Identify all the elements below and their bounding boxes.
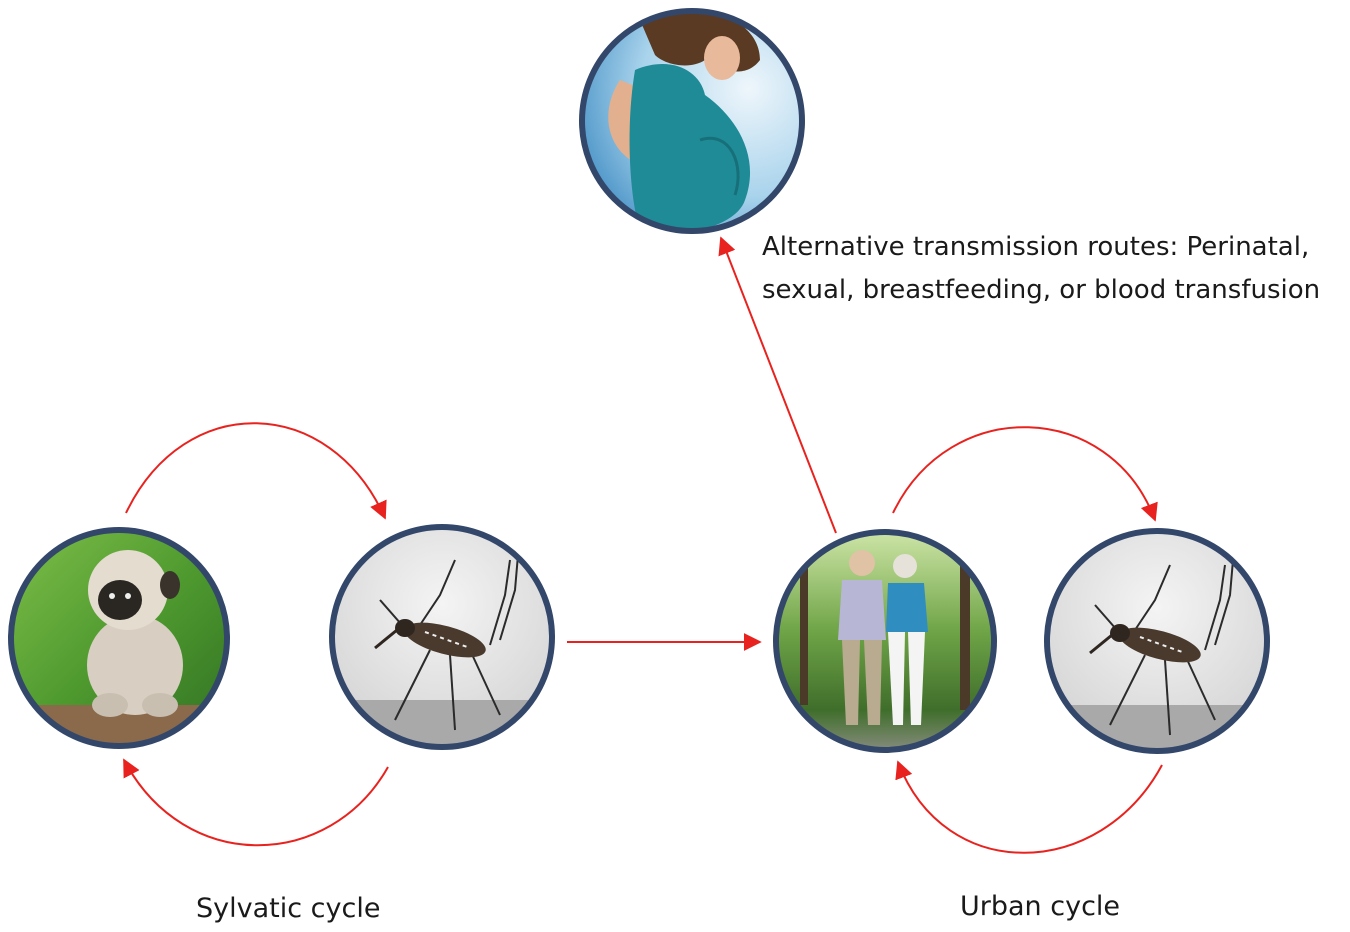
sylvatic-cycle-label: Sylvatic cycle [196,893,380,924]
alternative-routes-label: Alternative transmission routes: Perinat… [762,226,1320,312]
arrow-mosquito-to-humans [898,762,1162,853]
alternative-routes-line-1: Alternative transmission routes: Perinat… [762,226,1320,269]
monkey-node [8,527,233,755]
arrows [124,238,1162,853]
alternative-routes-line-2: sexual, breastfeeding, or blood transfus… [762,269,1320,312]
mosquito-urban-node [1045,529,1270,755]
mosquito-sylvatic-node [330,525,555,750]
humans-node [775,530,1000,755]
arrow-humans-to-mosquito [893,427,1155,520]
arrow-mosquito-to-monkey [124,760,388,845]
urban-cycle-label: Urban cycle [960,891,1120,922]
pregnant-woman-node [580,9,805,235]
arrow-monkey-to-mosquito [126,423,385,518]
